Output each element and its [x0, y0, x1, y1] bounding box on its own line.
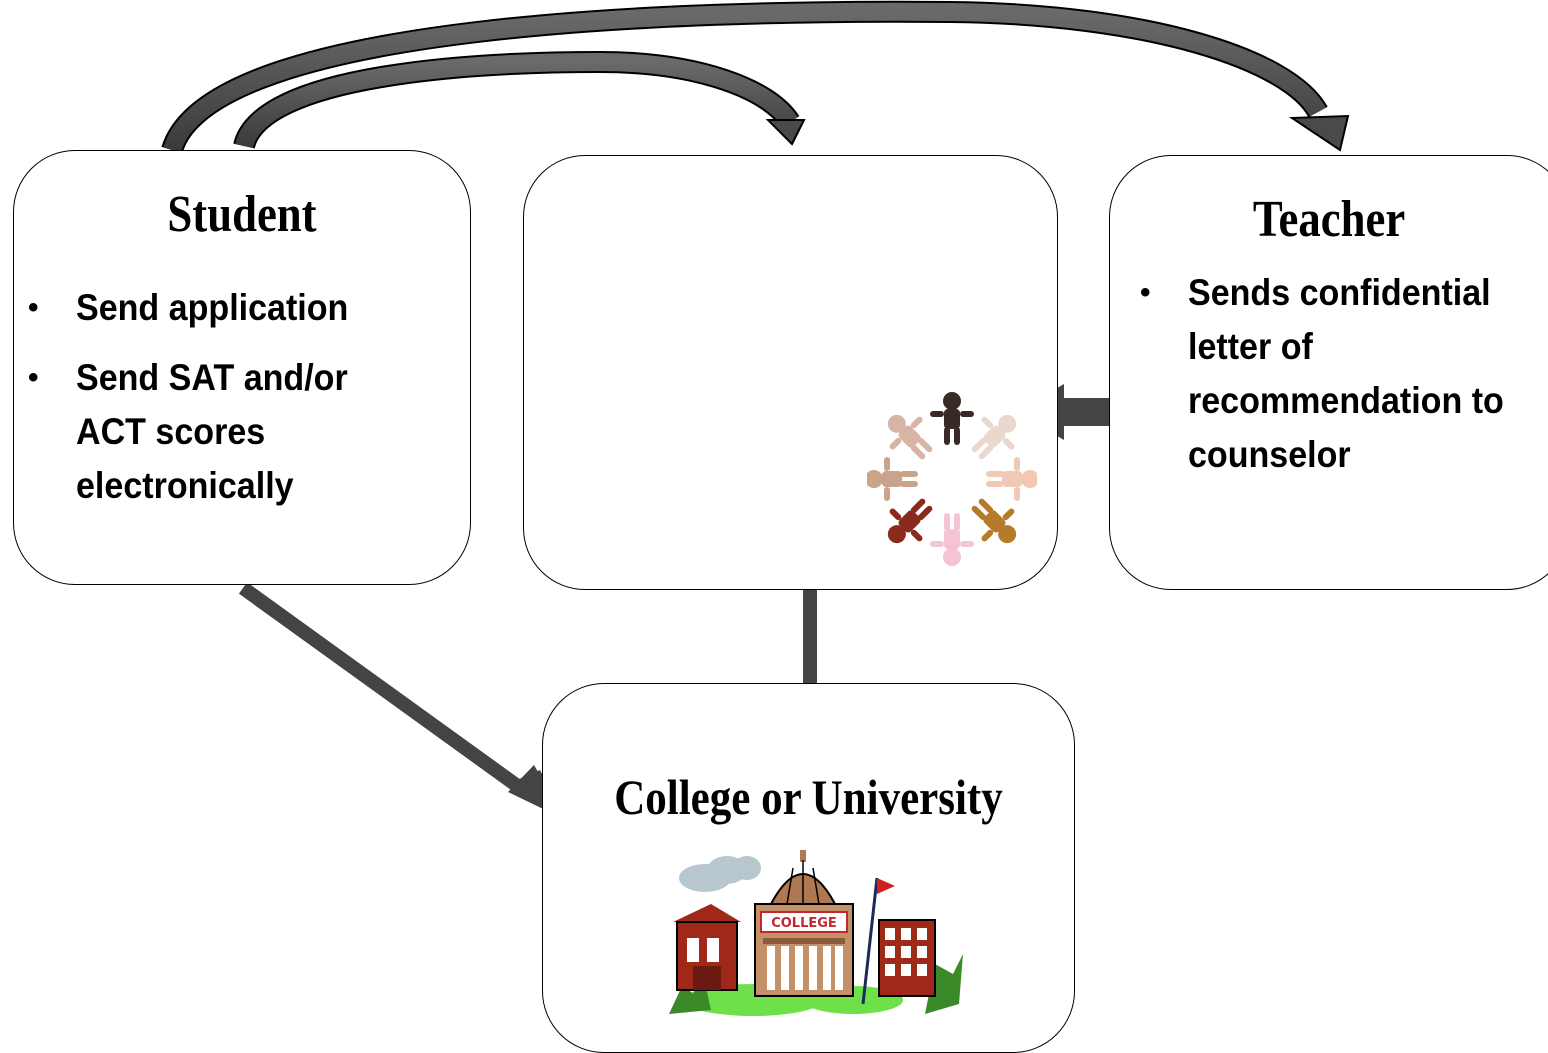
right-building — [878, 919, 936, 997]
main-building: COLLEGE — [754, 850, 854, 997]
person-figure — [887, 414, 933, 460]
college-building-icon: COLLEGE — [669, 850, 963, 1016]
person-figure — [930, 392, 974, 445]
college-box: College or University — [542, 683, 1075, 1053]
student-box: Student • Send application • Send SAT an… — [13, 150, 471, 585]
college-sign: COLLEGE — [771, 916, 837, 931]
person-figure — [971, 498, 1017, 544]
student-title: Student — [167, 186, 317, 243]
arrow-student-to-college — [238, 582, 566, 820]
bullet-icon: • — [1140, 276, 1151, 309]
list-item: • Send application — [26, 281, 466, 335]
teacher-title: Teacher — [1252, 191, 1406, 248]
people-circle-icon — [867, 392, 1037, 566]
arrow-student-to-counselor — [233, 50, 806, 150]
person-figure — [930, 513, 974, 566]
teacher-task-list: • Sends confidential letter of recommend… — [1138, 266, 1538, 482]
person-figure — [867, 457, 918, 501]
person-figure — [971, 414, 1017, 460]
counselor-box — [523, 155, 1058, 590]
teacher-box: Teacher • Sends confidential letter of r… — [1109, 155, 1548, 590]
student-task-list: • Send application • Send SAT and/or ACT… — [26, 281, 466, 513]
flag-icon — [861, 877, 895, 1005]
person-figure — [887, 498, 933, 544]
college-title: College or University — [614, 769, 1003, 825]
arrow-student-to-teacher — [161, 0, 1350, 154]
bullet-icon: • — [28, 291, 39, 324]
left-building — [673, 904, 741, 991]
person-figure — [986, 457, 1037, 501]
cloud-icon — [679, 856, 761, 892]
bullet-icon: • — [28, 361, 39, 394]
list-item: • Sends confidential letter of recommend… — [1138, 266, 1538, 482]
list-item: • Send SAT and/or ACT scores electronica… — [26, 351, 376, 513]
